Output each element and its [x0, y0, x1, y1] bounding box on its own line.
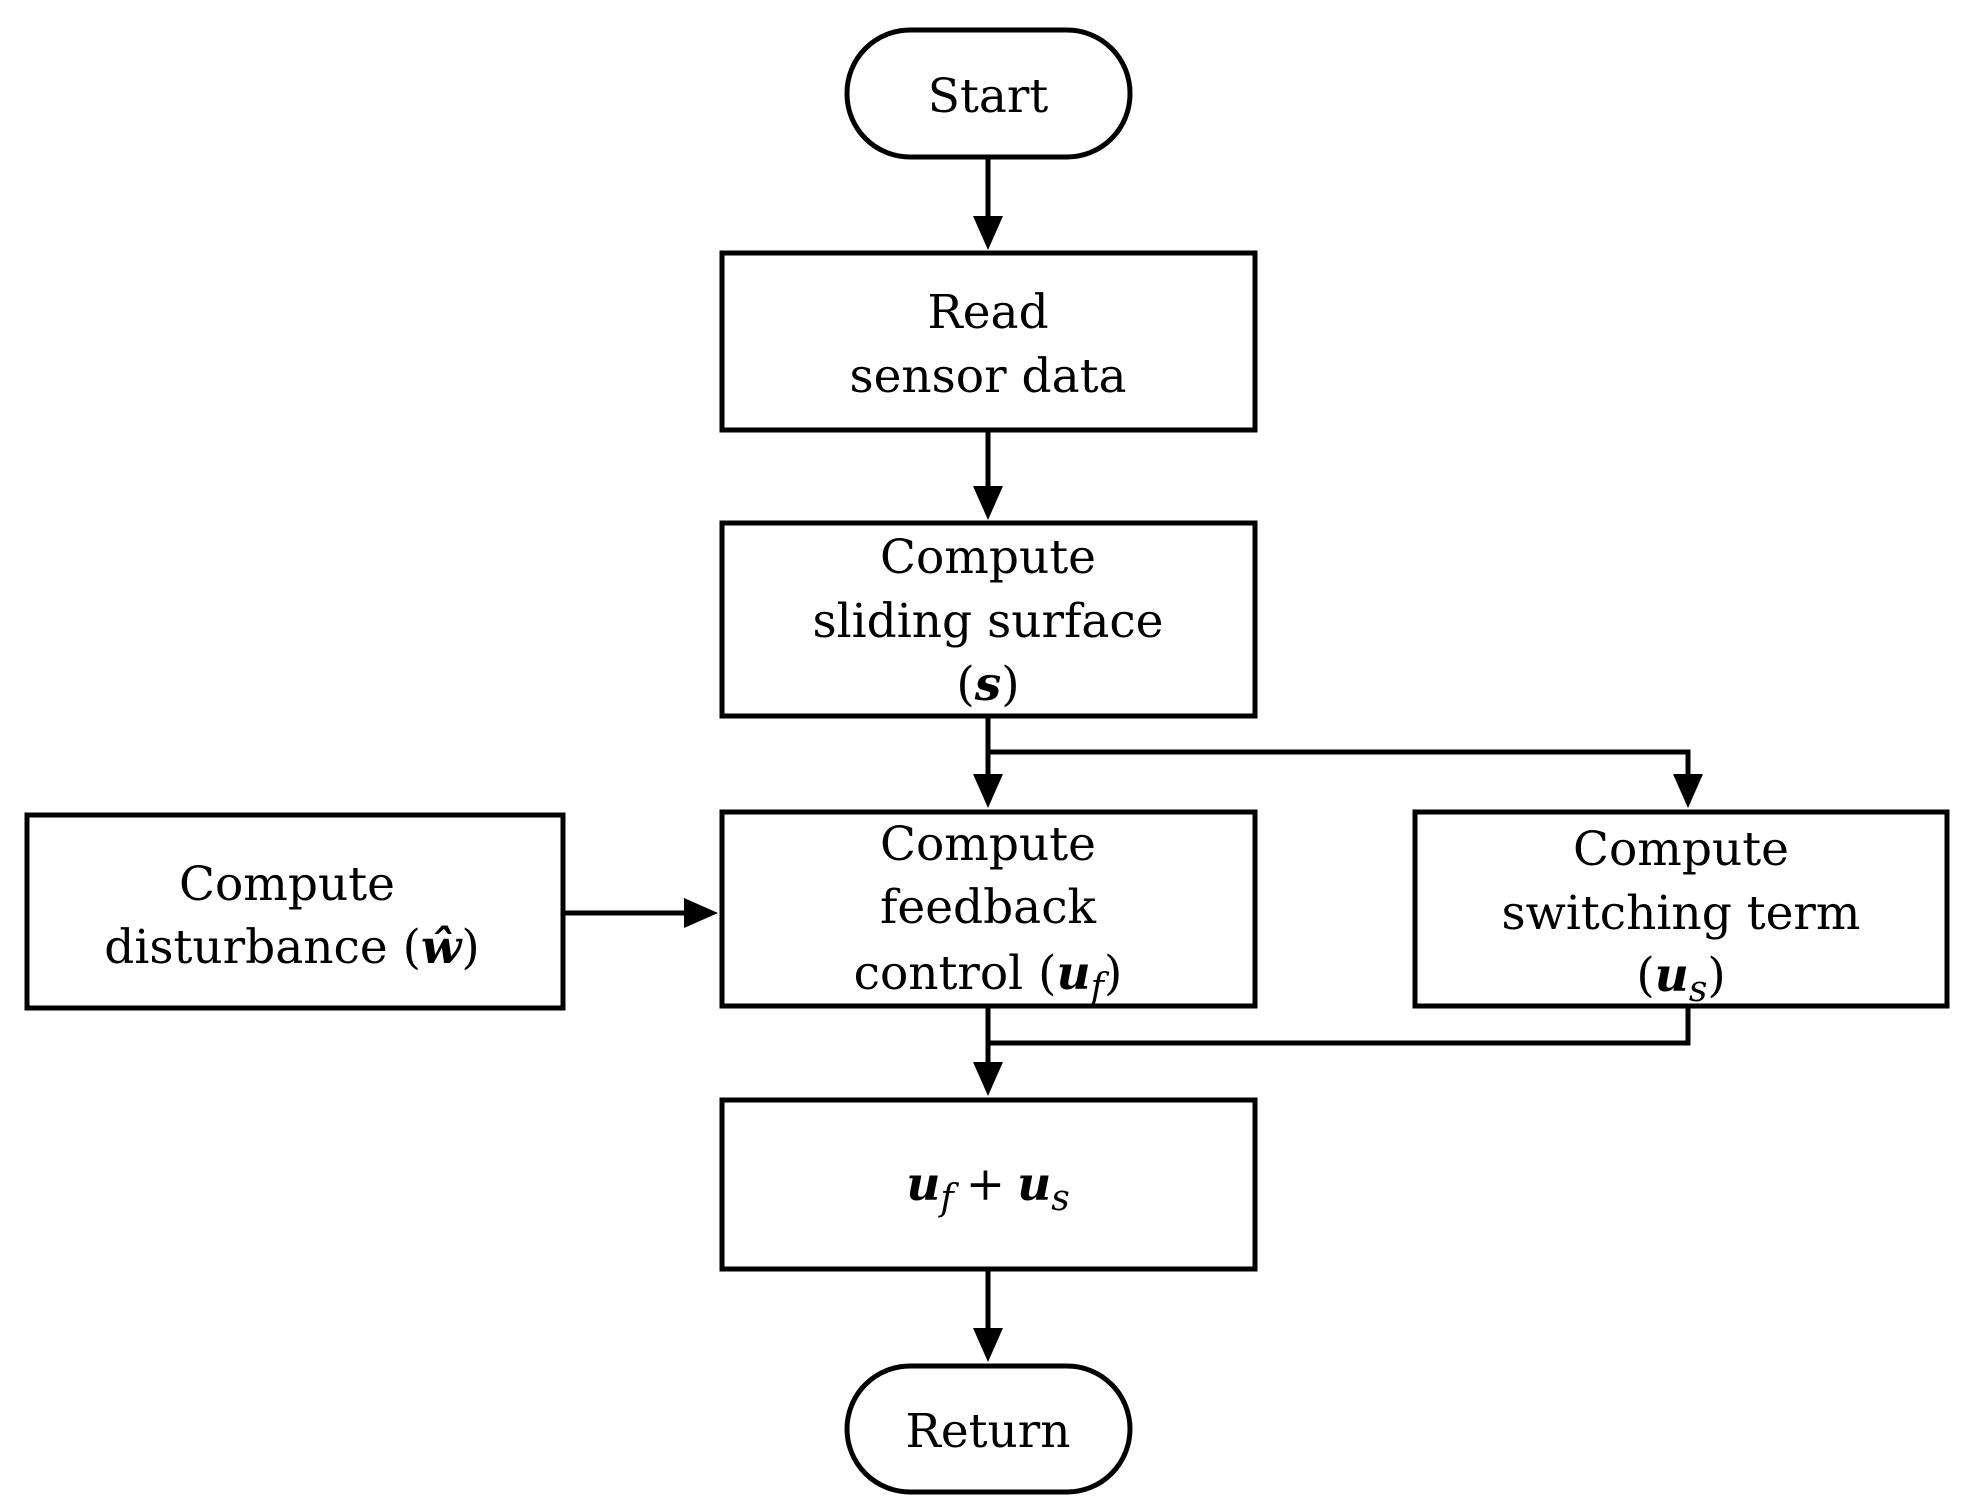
- switching-symbol-line: (us): [1636, 948, 1725, 1010]
- connector-feedback-to-sum: [973, 1006, 1003, 1096]
- sliding-surface-open: (: [956, 657, 974, 712]
- sliding-surface-line1: Compute: [880, 530, 1096, 585]
- return-label: Return: [905, 1404, 1070, 1459]
- sliding-surface-symbol: s: [974, 657, 1001, 712]
- sliding-surface-line2: sliding surface: [812, 594, 1163, 649]
- connector-disturbance-to-feedback: [563, 898, 718, 928]
- read-sensor-line1: Read: [927, 285, 1048, 340]
- sum-subscript-s: s: [1051, 1178, 1069, 1219]
- connector-start-to-read: [973, 157, 1003, 250]
- disturbance-prefix: disturbance (: [104, 920, 421, 975]
- sliding-surface-node: Compute sliding surface (s): [719, 520, 1258, 719]
- connector-surface-to-switching: [988, 749, 1703, 808]
- start-label: Start: [928, 69, 1049, 124]
- switching-line2: switching term: [1502, 886, 1861, 941]
- switching-open: (: [1636, 948, 1654, 1003]
- connector-switching-to-sum: [988, 1006, 1691, 1046]
- sum-operator: +: [966, 1157, 1005, 1212]
- return-node: Return: [844, 1363, 1133, 1495]
- read-sensor-node: Read sensor data: [719, 250, 1258, 433]
- disturbance-symbol: ŵ: [421, 920, 463, 975]
- disturbance-node: Compute disturbance (ŵ): [24, 812, 566, 1011]
- feedback-prefix: control (: [854, 946, 1057, 1001]
- switching-symbol: u: [1655, 948, 1689, 1003]
- feedback-line2: feedback: [880, 880, 1097, 935]
- switching-line1: Compute: [1573, 822, 1789, 877]
- read-sensor-line2: sensor data: [849, 349, 1126, 404]
- feedback-line3: control (uf): [854, 946, 1123, 1008]
- switching-subscript: s: [1689, 969, 1707, 1010]
- disturbance-line1: Compute: [179, 857, 395, 912]
- disturbance-line2: disturbance (ŵ): [104, 920, 479, 975]
- sliding-surface-close: ): [1001, 657, 1019, 712]
- switching-term-node: Compute switching term (us): [1412, 809, 1950, 1010]
- connector-sum-to-return: [973, 1269, 1003, 1362]
- sum-symbol-us: u: [1017, 1157, 1051, 1212]
- disturbance-close: ): [461, 920, 479, 975]
- connector-read-to-surface: [973, 430, 1003, 520]
- switching-close: ): [1707, 948, 1725, 1003]
- sliding-surface-symbol-line: (s): [956, 657, 1019, 712]
- sum-expression: uf+us: [906, 1157, 1070, 1219]
- feedback-control-node: Compute feedback control (uf): [719, 809, 1258, 1009]
- feedback-symbol: u: [1057, 946, 1091, 1001]
- sum-symbol-uf: u: [906, 1157, 940, 1212]
- connector-surface-to-feedback: [973, 716, 1003, 808]
- feedback-line1: Compute: [880, 817, 1096, 872]
- sum-node: uf+us: [719, 1097, 1258, 1272]
- feedback-close: ): [1104, 946, 1122, 1001]
- start-node: Start: [844, 27, 1133, 160]
